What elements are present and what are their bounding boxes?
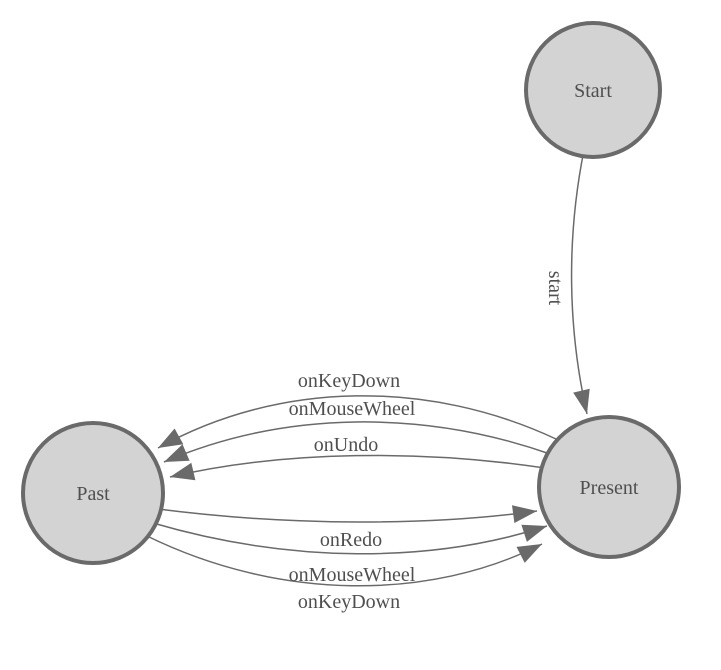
state-node-present[interactable]: [537, 415, 681, 559]
arrowhead-onredo-into-present: [512, 505, 537, 523]
arrowhead-onmousewheel-into-past: [164, 444, 190, 462]
edge-label-start: start: [544, 271, 566, 306]
state-node-start[interactable]: [524, 21, 662, 159]
edge-label-onkeydown-bottom: onKeyDown: [298, 591, 400, 613]
arrowhead-group: [158, 388, 590, 563]
edge-past-to-present-onmousewheel: [152, 522, 548, 555]
edge-group: [146, 149, 588, 587]
edge-past-to-present-onkeydown: [146, 535, 543, 587]
state-node-past[interactable]: [21, 421, 165, 565]
arrowhead-onmousewheel-into-present: [521, 524, 547, 542]
node-label-group: Start Present Past: [76, 80, 639, 505]
node-label-start: Start: [574, 80, 612, 102]
node-label-present: Present: [580, 477, 639, 499]
edge-label-onmousewheel-top: onMouseWheel: [289, 398, 416, 420]
edge-start-to-present: [570, 149, 588, 415]
node-label-past: Past: [76, 483, 110, 505]
edge-present-to-past-onundo: [169, 454, 546, 478]
arrowhead-onkeydown-into-past: [158, 428, 184, 448]
edge-present-to-past-onkeydown: [157, 395, 557, 449]
arrowhead-onundo-into-past: [170, 462, 196, 481]
edge-present-to-past-onmousewheel: [163, 421, 551, 463]
edge-past-to-present-onredo: [157, 508, 538, 523]
edge-label-onundo: onUndo: [314, 434, 378, 456]
edge-label-group: start onKeyDown onMouseWheel onUndo onRe…: [289, 271, 566, 613]
node-group: [21, 21, 681, 565]
arrowhead-start-to-present: [573, 388, 590, 414]
edge-label-onredo: onRedo: [320, 529, 382, 551]
edge-label-onkeydown-top: onKeyDown: [298, 370, 400, 392]
arrowhead-onkeydown-into-present: [516, 544, 542, 563]
edge-label-onmousewheel-bottom: onMouseWheel: [289, 564, 416, 586]
